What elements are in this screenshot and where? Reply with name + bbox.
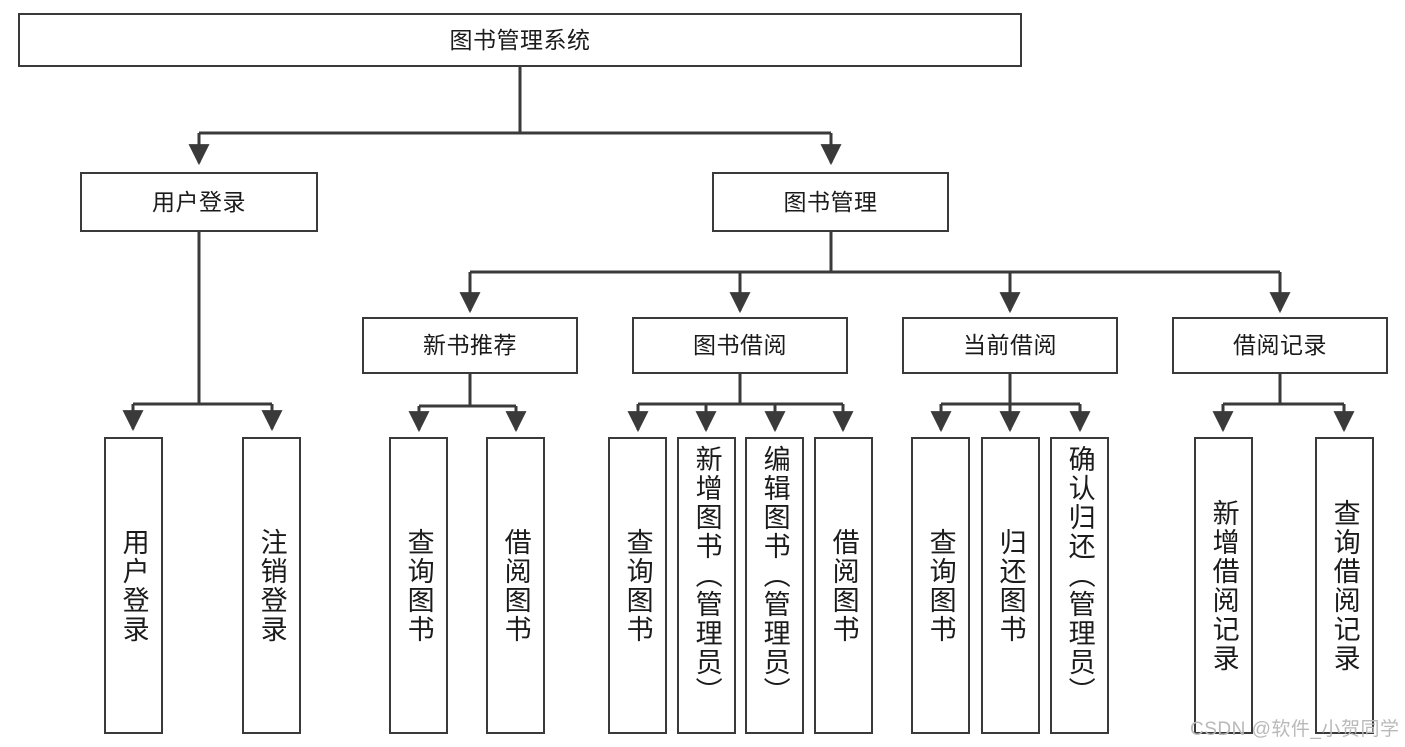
leaf-add-record[interactable]: 新增借阅记录	[1194, 437, 1253, 734]
leaf-logout-login[interactable]: 注销登录	[242, 437, 301, 734]
node-user-login-label: 用户登录	[152, 188, 246, 215]
node-current-borrow-label: 当前借阅	[963, 332, 1057, 359]
node-root-label: 图书管理系统	[449, 26, 591, 53]
leaf-query-book-1[interactable]: 查询图书	[389, 437, 448, 734]
leaf-user-login-label: 用户登录	[118, 527, 149, 644]
node-book-management-label: 图书管理	[783, 188, 878, 215]
leaf-query-book-1-label: 查询图书	[403, 527, 434, 644]
leaf-return-book[interactable]: 归还图书	[981, 437, 1040, 734]
leaf-query-book-3[interactable]: 查询图书	[911, 437, 970, 734]
leaf-user-login[interactable]: 用户登录	[104, 437, 163, 734]
leaf-add-record-label: 新增借阅记录	[1208, 498, 1239, 673]
leaf-add-book[interactable]: 新增图书（管理员）	[677, 437, 736, 734]
node-borrow-record-label: 借阅记录	[1233, 332, 1327, 359]
leaf-logout-login-label: 注销登录	[256, 527, 287, 644]
leaf-confirm-return-label: 确认归还（管理员）	[1064, 445, 1095, 706]
node-user-login[interactable]: 用户登录	[80, 172, 318, 232]
leaf-edit-book[interactable]: 编辑图书（管理员）	[745, 437, 804, 734]
leaf-query-book-2[interactable]: 查询图书	[608, 437, 667, 734]
node-new-book-recommend[interactable]: 新书推荐	[362, 317, 578, 374]
node-book-borrow-label: 图书借阅	[693, 332, 787, 359]
leaf-borrow-book-2[interactable]: 借阅图书	[814, 437, 873, 734]
watermark-text: CSDN @软件_小贺同学	[1190, 719, 1400, 740]
leaf-query-record-label: 查询借阅记录	[1329, 498, 1360, 673]
node-current-borrow[interactable]: 当前借阅	[902, 317, 1118, 374]
node-root[interactable]: 图书管理系统	[18, 13, 1022, 67]
leaf-return-book-label: 归还图书	[995, 527, 1026, 644]
leaf-add-book-label: 新增图书（管理员）	[691, 445, 722, 706]
leaf-borrow-book-2-label: 借阅图书	[828, 527, 859, 644]
leaf-confirm-return[interactable]: 确认归还（管理员）	[1050, 437, 1109, 734]
node-book-management[interactable]: 图书管理	[712, 172, 949, 232]
leaf-query-record[interactable]: 查询借阅记录	[1315, 437, 1374, 734]
node-book-borrow[interactable]: 图书借阅	[632, 317, 848, 374]
node-borrow-record[interactable]: 借阅记录	[1172, 317, 1388, 374]
leaf-borrow-book-1[interactable]: 借阅图书	[486, 437, 545, 734]
leaf-edit-book-label: 编辑图书（管理员）	[759, 445, 790, 706]
node-new-book-recommend-label: 新书推荐	[423, 332, 517, 359]
leaf-borrow-book-1-label: 借阅图书	[500, 527, 531, 644]
leaf-query-book-2-label: 查询图书	[622, 527, 653, 644]
leaf-query-book-3-label: 查询图书	[925, 527, 956, 644]
